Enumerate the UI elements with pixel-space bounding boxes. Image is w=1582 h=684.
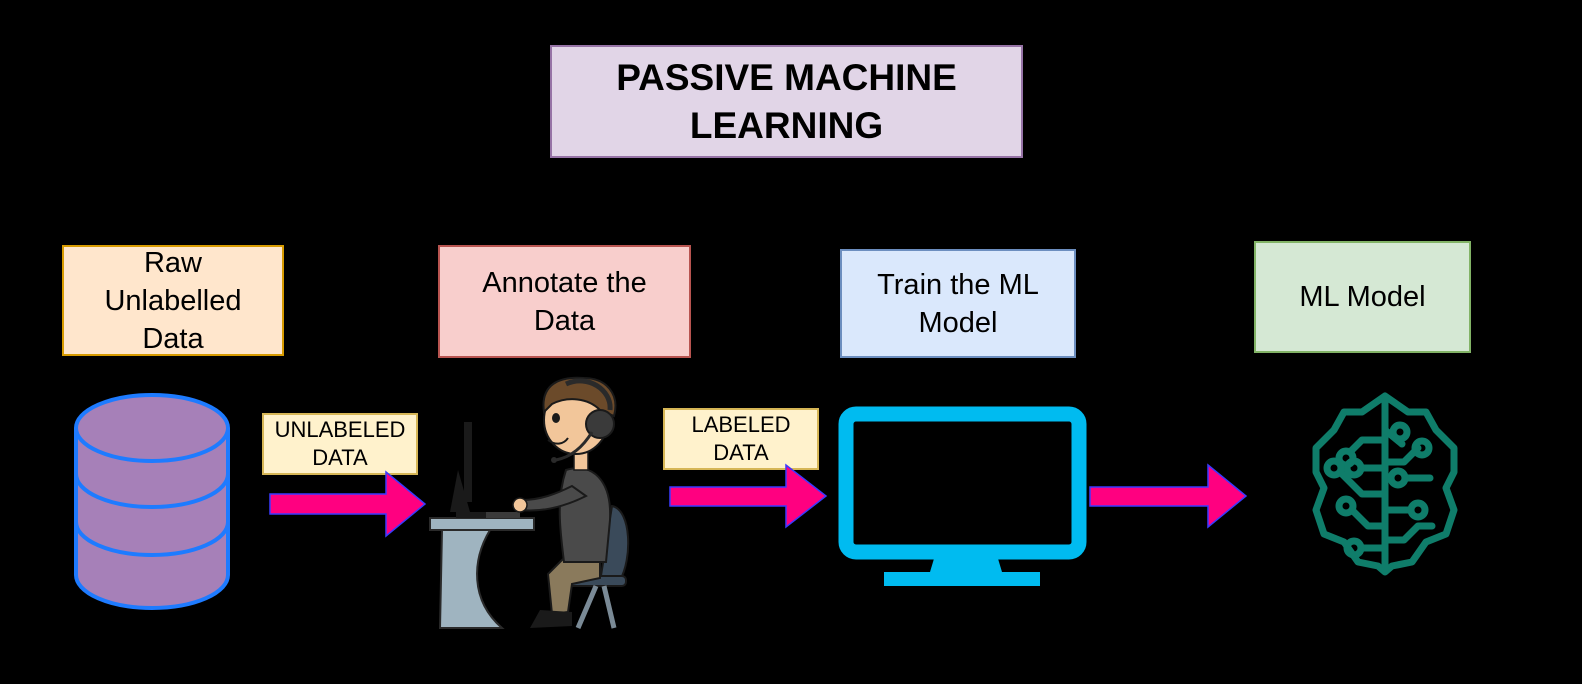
flow-label-unlabeled-data: UNLABELED DATA [262, 413, 418, 475]
arrow-icon [1089, 463, 1248, 529]
stage-ml-model: ML Model [1254, 241, 1471, 353]
annotator-person-icon [429, 376, 630, 629]
brain-circuit-icon [1312, 392, 1458, 576]
stage-raw-unlabelled-data: Raw Unlabelled Data [62, 245, 284, 356]
database-icon [74, 393, 230, 610]
flow-label-labeled-data: LABELED DATA [663, 408, 819, 470]
stage-train-the-ml-model: Train the ML Model [840, 249, 1076, 358]
diagram-title: PASSIVE MACHINE LEARNING [550, 45, 1023, 158]
arrow-icon [269, 470, 427, 538]
stage-annotate-the-data: Annotate the Data [438, 245, 691, 358]
arrow-icon [669, 463, 828, 529]
monitor-icon [838, 406, 1087, 586]
